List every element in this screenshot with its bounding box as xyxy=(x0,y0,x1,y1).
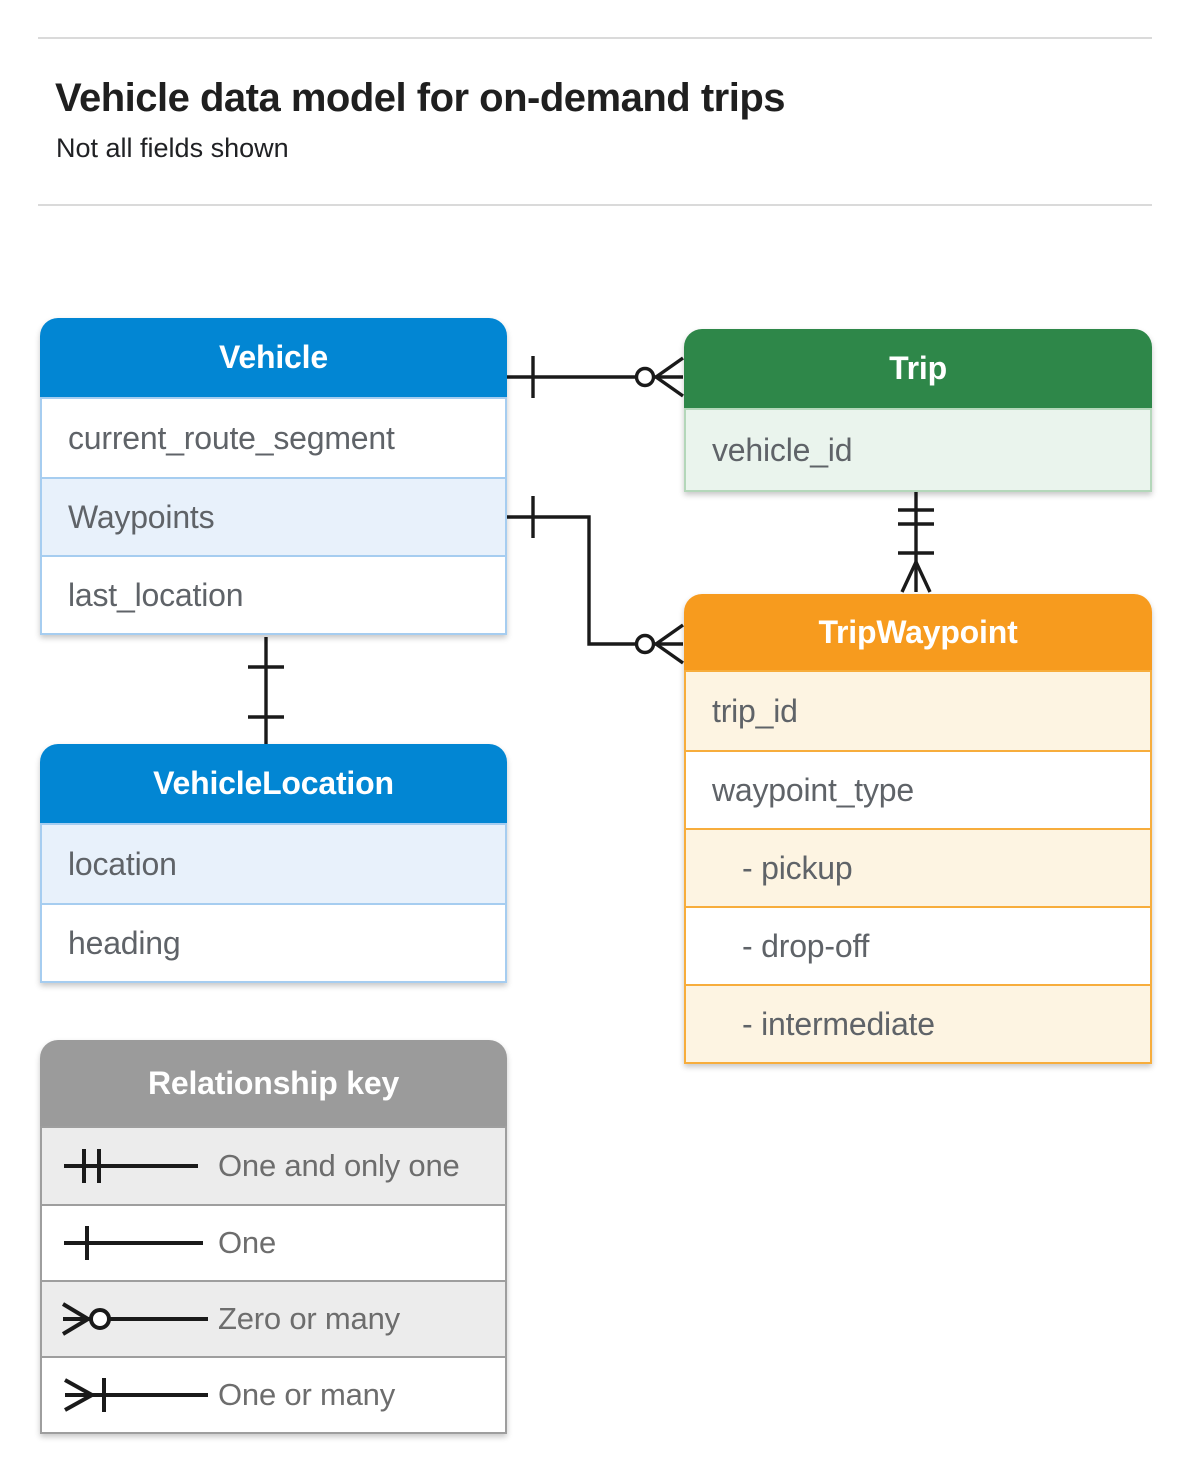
field-current-route-segment: current_route_segment xyxy=(42,399,505,477)
connector-vehicle-vehiclelocation xyxy=(248,637,284,744)
page-title: Vehicle data model for on-demand trips xyxy=(55,76,786,120)
entity-vehiclelocation: VehicleLocation location heading xyxy=(40,744,507,983)
entity-trip: Trip vehicle_id xyxy=(684,329,1152,492)
field-trip-id: trip_id xyxy=(686,672,1150,750)
relationship-key: Relationship key One and only one One xyxy=(40,1040,507,1434)
zero-or-many-icon xyxy=(61,1302,208,1336)
key-label: One xyxy=(218,1225,276,1260)
key-label: One or many xyxy=(218,1377,395,1412)
connector-vehicle-trip xyxy=(507,356,684,398)
field-last-location: last_location xyxy=(42,555,505,633)
field-waypoint-type-pickup: - pickup xyxy=(686,828,1150,906)
entity-tripwaypoint-title: TripWaypoint xyxy=(684,594,1152,670)
key-label: Zero or many xyxy=(218,1301,400,1336)
key-row-zero-or-many: Zero or many xyxy=(42,1280,505,1356)
one-and-only-one-icon xyxy=(64,1149,198,1183)
entity-trip-title: Trip xyxy=(684,329,1152,408)
key-row-one: One xyxy=(42,1204,505,1280)
key-row-one-or-many: One or many xyxy=(42,1356,505,1432)
key-label: One and only one xyxy=(218,1148,460,1183)
one-icon xyxy=(64,1226,203,1260)
header-divider xyxy=(38,204,1152,206)
field-vehicle-id: vehicle_id xyxy=(686,410,1150,490)
page-subtitle: Not all fields shown xyxy=(56,133,289,163)
relationship-key-title: Relationship key xyxy=(40,1040,507,1126)
field-waypoint-type: waypoint_type xyxy=(686,750,1150,828)
connector-vehicle-waypoints-tripwaypoint xyxy=(507,496,684,665)
entity-tripwaypoint: TripWaypoint trip_id waypoint_type - pic… xyxy=(684,594,1152,1064)
field-waypoint-type-drop-off: - drop-off xyxy=(686,906,1150,984)
entity-vehiclelocation-title: VehicleLocation xyxy=(40,744,507,823)
field-location: location xyxy=(42,825,505,903)
field-heading: heading xyxy=(42,903,505,981)
entity-vehicle-title: Vehicle xyxy=(40,318,507,397)
field-waypoint-type-intermediate: - intermediate xyxy=(686,984,1150,1062)
field-waypoints: Waypoints xyxy=(42,477,505,555)
top-divider xyxy=(38,37,1152,39)
one-or-many-icon xyxy=(64,1378,208,1412)
key-row-one-and-only-one: One and only one xyxy=(42,1128,505,1204)
connector-trip-tripwaypoint xyxy=(898,490,934,593)
entity-vehicle: Vehicle current_route_segment Waypoints … xyxy=(40,318,507,635)
